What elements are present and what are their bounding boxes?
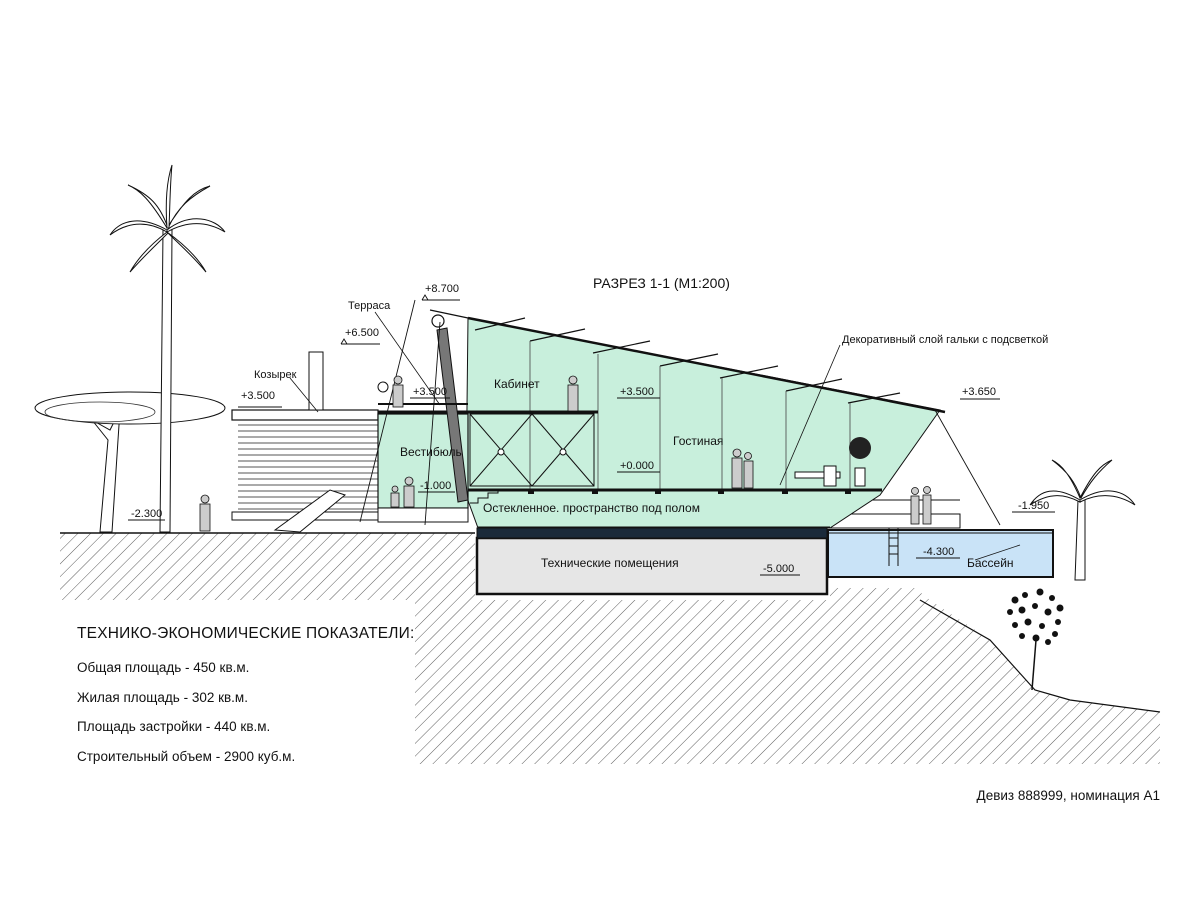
level-ground-right: -1.950 (1018, 500, 1049, 512)
chimney (308, 351, 324, 411)
level-basement: -5.000 (763, 563, 794, 575)
technical-economic-indicators: ТЕХНИКО-ЭКОНОМИЧЕСКИЕ ПОКАЗАТЕЛИ: Общая … (77, 625, 457, 779)
level-canopy: +3.500 (241, 390, 275, 402)
label-glazed-space: Остекленное. пространство под полом (483, 501, 700, 515)
vestibule-base (377, 507, 469, 523)
slope-line (919, 599, 1161, 713)
level-right-end: +3.650 (962, 386, 996, 398)
label-pebble-layer: Декоративный слой гальки с подсветкой (842, 334, 1048, 346)
pool-deck (829, 513, 961, 529)
roof-hinge (431, 314, 445, 328)
palm-tree-right (1029, 459, 1136, 581)
people-figures (199, 375, 932, 532)
floor-joists (528, 489, 851, 494)
basement-technical-rooms (475, 536, 829, 596)
ground-hatch (60, 533, 1160, 764)
label-technical-rooms: Технические помещения (541, 556, 679, 570)
level-terrace: +6.500 (345, 327, 379, 339)
roof-overhang (429, 309, 469, 319)
pool-basin (827, 529, 1054, 578)
basement-slab (476, 527, 828, 539)
level-top: +8.700 (425, 283, 459, 295)
level-markers (128, 294, 1055, 576)
potted-plant (849, 437, 871, 487)
louvre-wall (238, 424, 378, 510)
level-vestibule-floor: -1.000 (420, 480, 451, 492)
diagonal-column (436, 327, 469, 503)
canopy-roof (231, 409, 379, 421)
palm-tree-left (109, 164, 226, 533)
indicator-building-volume: Строительный объем - 2900 куб.м. (77, 748, 296, 764)
motto-footer: Девиз 888999, номинация А1 (976, 788, 1160, 803)
glazed-volume (465, 317, 941, 529)
label-vestibule: Вестибюль (400, 445, 462, 459)
label-canopy: Козырек (254, 369, 297, 381)
dining-furniture (794, 465, 841, 487)
section-title: РАЗРЕЗ 1-1 (М1:200) (593, 275, 730, 291)
broadleaf-tree (34, 391, 226, 533)
cable-stays (359, 299, 1001, 526)
cross-bracing (469, 413, 595, 487)
level-office-floor: +3.500 (620, 386, 654, 398)
glazing-mullions (529, 341, 851, 490)
label-living-room: Гостиная (673, 434, 723, 448)
level-zero: +0.000 (620, 460, 654, 472)
indicator-footprint-area: Площадь застройки - 440 кв.м. (77, 719, 271, 734)
dotted-shrub (1007, 588, 1064, 691)
level-ground-left: -2.300 (131, 508, 162, 520)
label-terrace: Терраса (348, 300, 391, 312)
level-upper-floor-mid: +3.500 (413, 386, 447, 398)
label-office: Кабинет (494, 377, 540, 391)
level-pool-bottom: -4.300 (923, 546, 954, 558)
indicator-living-area: Жилая площадь - 302 кв.м. (77, 689, 248, 705)
indicator-total-area: Общая площадь - 450 кв.м. (77, 660, 250, 675)
entry-stair (273, 489, 347, 533)
leader-lines (289, 311, 1021, 561)
pool-ladder (888, 522, 899, 566)
roof-beam (467, 316, 946, 414)
indicators-heading: ТЕХНИКО-ЭКОНОМИЧЕСКИЕ ПОКАЗАТЕЛИ: (77, 625, 415, 642)
roof-purlins (474, 317, 901, 404)
terrace-lamp (377, 381, 389, 393)
label-pool: Бассейн (967, 556, 1014, 570)
interior-stair (470, 489, 499, 504)
